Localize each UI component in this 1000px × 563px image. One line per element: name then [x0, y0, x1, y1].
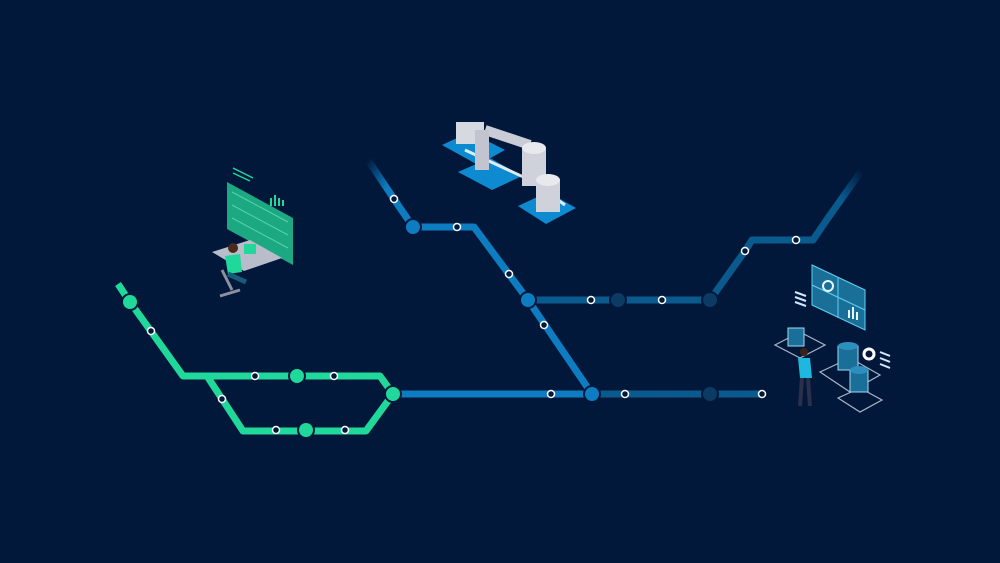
stop-marker — [217, 394, 227, 404]
operator-desk-illustration — [212, 167, 293, 298]
station-nodes — [121, 218, 719, 439]
stop-marker — [452, 222, 462, 232]
stop-marker — [271, 425, 281, 435]
stop-marker — [791, 235, 801, 245]
station-node — [297, 421, 315, 439]
station-node — [404, 218, 422, 236]
stop-marker — [250, 371, 260, 381]
station-node — [701, 385, 719, 403]
station-node — [121, 293, 139, 311]
stop-marker — [757, 389, 767, 399]
blue-line — [365, 158, 865, 398]
station-node — [609, 291, 627, 309]
stop-markers — [146, 194, 801, 435]
stop-marker — [146, 326, 156, 336]
stop-marker — [329, 371, 339, 381]
station-node — [519, 291, 537, 309]
station-node — [288, 367, 306, 385]
station-node — [701, 291, 719, 309]
engineer-dashboard-illustration — [773, 264, 891, 413]
stop-marker — [620, 389, 630, 399]
plant-machinery-illustration — [442, 122, 576, 224]
station-node — [384, 385, 402, 403]
stop-marker — [546, 389, 556, 399]
stop-marker — [389, 194, 399, 204]
station-node — [583, 385, 601, 403]
stop-marker — [586, 295, 596, 305]
stop-marker — [657, 295, 667, 305]
stop-marker — [740, 246, 750, 256]
stop-marker — [539, 320, 549, 330]
stop-marker — [504, 269, 514, 279]
stop-marker — [340, 425, 350, 435]
